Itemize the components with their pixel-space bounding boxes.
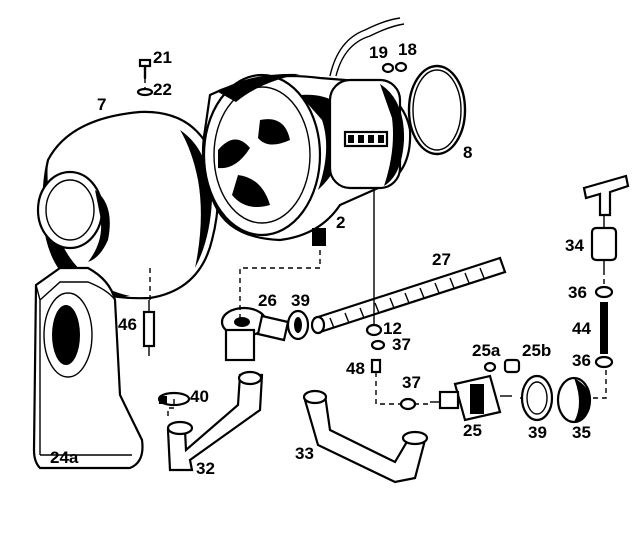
part-labels: 21 22 7 19 18 8 2 27 34 26 39 46 12 37 3…	[50, 40, 591, 478]
part-t-connector	[582, 174, 630, 217]
label-37-bottom: 37	[402, 373, 421, 392]
label-26: 26	[258, 291, 277, 310]
part-34-fuel-filter	[590, 215, 618, 270]
part-46-clip	[142, 300, 156, 356]
part-24a-stand-bracket	[32, 266, 144, 470]
label-44: 44	[572, 319, 591, 338]
part-18-washer	[394, 61, 408, 73]
part-44-fuel-line	[600, 302, 608, 354]
part-12-grommet	[365, 190, 383, 337]
part-36-clamp-bottom	[594, 355, 614, 369]
label-21: 21	[153, 48, 172, 67]
label-39-top: 39	[291, 291, 310, 310]
label-27: 27	[432, 250, 451, 269]
part-27-corrugated-hose	[310, 256, 507, 335]
label-25b: 25b	[522, 341, 551, 360]
label-22: 22	[153, 80, 172, 99]
part-39-clamp-bottom	[520, 374, 554, 422]
label-48: 48	[346, 359, 365, 378]
label-40: 40	[190, 387, 209, 406]
label-24a: 24a	[50, 448, 79, 467]
part-37-clip-top	[370, 339, 386, 351]
part-25a-nut	[483, 361, 497, 373]
label-25: 25	[463, 421, 482, 440]
connection-lines	[144, 78, 607, 420]
label-39-bottom: 39	[528, 423, 547, 442]
part-26-fitting	[220, 306, 290, 362]
part-39-clamp-top	[286, 309, 310, 341]
part-19-nut	[381, 62, 395, 74]
part-35-mount	[556, 376, 592, 424]
part-25b-fitting	[503, 358, 521, 374]
part-33-exhaust-pipe	[302, 389, 429, 484]
part-25-fuel-pump	[430, 374, 512, 422]
part-8-seal-ring	[407, 64, 467, 156]
label-8: 8	[463, 143, 472, 162]
label-33: 33	[295, 444, 314, 463]
label-46: 46	[118, 315, 137, 334]
label-12: 12	[383, 319, 402, 338]
connector-block	[343, 130, 389, 148]
label-32: 32	[196, 459, 215, 478]
part-2-blower-unit	[201, 17, 412, 246]
label-36-top: 36	[568, 283, 587, 302]
label-18: 18	[398, 40, 417, 59]
label-25a: 25a	[472, 341, 501, 360]
part-37-clip-bottom	[399, 397, 417, 411]
part-32-elbow-pipe	[166, 370, 264, 472]
part-22-washer	[136, 87, 154, 97]
label-35: 35	[572, 423, 591, 442]
label-7: 7	[97, 95, 106, 114]
part-36-clamp-top	[594, 285, 614, 299]
label-36-bottom: 36	[572, 351, 591, 370]
label-37-top: 37	[392, 335, 411, 354]
label-2: 2	[336, 213, 345, 232]
label-34: 34	[565, 236, 584, 255]
part-48-sleeve	[370, 358, 382, 374]
label-19: 19	[369, 43, 388, 62]
part-21-screw	[138, 58, 152, 80]
